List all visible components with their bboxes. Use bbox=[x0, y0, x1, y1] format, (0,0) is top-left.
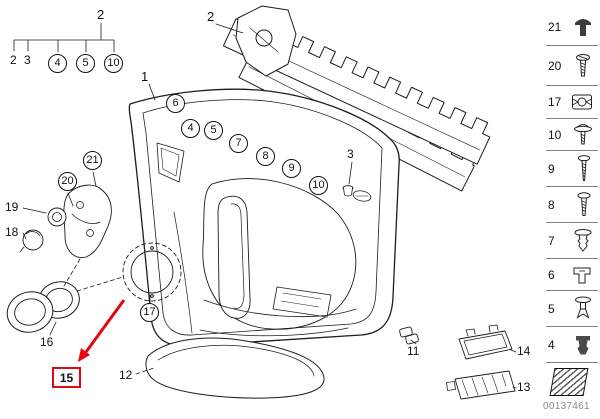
callout-circle-10[interactable]: 10 bbox=[104, 54, 123, 73]
part-number[interactable]: 10 bbox=[548, 127, 562, 142]
armrest-pad bbox=[145, 337, 325, 399]
callout-circle-8[interactable]: 8 bbox=[256, 147, 275, 166]
callout-circle-21[interactable]: 21 bbox=[83, 151, 102, 170]
callout-2[interactable]: 2 bbox=[10, 53, 17, 67]
callout-13[interactable]: 13 bbox=[517, 380, 531, 394]
callout-16[interactable]: 16 bbox=[40, 335, 54, 349]
callout-circle-5b[interactable]: 5 bbox=[204, 121, 223, 140]
callout-circle-4[interactable]: 4 bbox=[48, 54, 67, 73]
screw-icon bbox=[576, 53, 590, 76]
hatched-plate-icon bbox=[549, 368, 589, 396]
part-number[interactable]: 20 bbox=[548, 58, 562, 73]
tweeter-bracket bbox=[63, 184, 112, 258]
fastener-list: 21 20 17 10 bbox=[546, 8, 598, 363]
callout-3[interactable]: 3 bbox=[24, 53, 31, 67]
part-number[interactable]: 8 bbox=[548, 197, 555, 212]
screw-washer-icon bbox=[574, 123, 592, 144]
leader-lines bbox=[13, 22, 517, 389]
document-number: 00137461 bbox=[543, 401, 590, 412]
blind-rivet-icon bbox=[575, 18, 591, 36]
callout-circle-17[interactable]: 17 bbox=[140, 303, 159, 322]
part-number[interactable]: 6 bbox=[548, 267, 555, 282]
callout-14[interactable]: 14 bbox=[517, 344, 531, 358]
highlight-arrow bbox=[78, 299, 126, 362]
callout-11[interactable]: 11 bbox=[407, 344, 420, 358]
callout-12[interactable]: 12 bbox=[119, 368, 133, 382]
callout-circle-4b[interactable]: 4 bbox=[181, 119, 200, 138]
fastener-row: 20 bbox=[546, 46, 598, 86]
expanding-nut-icon bbox=[576, 335, 590, 354]
part-number[interactable]: 7 bbox=[548, 233, 555, 248]
callout-circle-10b[interactable]: 10 bbox=[309, 176, 328, 195]
callout-2-top[interactable]: 2 bbox=[207, 9, 215, 24]
fastener-row: 4 bbox=[546, 327, 598, 363]
tapping-screw-icon bbox=[577, 191, 591, 216]
tweeter-speaker bbox=[47, 207, 67, 227]
fastener-row: 8 bbox=[546, 187, 598, 223]
callout-circle-20[interactable]: 20 bbox=[58, 172, 77, 191]
callout-18[interactable]: 18 bbox=[5, 225, 19, 239]
fastener-row: 6 bbox=[546, 259, 598, 291]
part-number[interactable]: 9 bbox=[548, 161, 555, 176]
callout-3b[interactable]: 3 bbox=[347, 147, 354, 161]
speed-nut-icon bbox=[572, 94, 592, 110]
callout-1[interactable]: 1 bbox=[141, 69, 149, 84]
speaker-trim-rings bbox=[6, 281, 80, 333]
callout-15-highlighted[interactable]: 15 bbox=[52, 367, 81, 388]
fastener-row: 9 bbox=[546, 151, 598, 187]
courtesy-lamp bbox=[446, 370, 516, 400]
expanding-plug-icon bbox=[574, 228, 592, 252]
expanding-rivet-icon bbox=[575, 296, 591, 319]
part-number[interactable]: 4 bbox=[548, 337, 555, 352]
part-number[interactable]: 17 bbox=[548, 95, 562, 109]
cover-cap bbox=[19, 229, 44, 253]
callout-circle-7[interactable]: 7 bbox=[229, 134, 248, 153]
fastener-row: 7 bbox=[546, 223, 598, 259]
callout-circle-5[interactable]: 5 bbox=[76, 54, 95, 73]
part-number[interactable]: 5 bbox=[548, 301, 555, 316]
fastener-row: 5 bbox=[546, 291, 598, 327]
grommet bbox=[342, 185, 354, 197]
fastener-row: 17 bbox=[546, 86, 598, 119]
long-screw-icon bbox=[578, 154, 590, 181]
callout-circle-9[interactable]: 9 bbox=[282, 159, 301, 178]
fastener-row: 10 bbox=[546, 119, 598, 151]
callout-19[interactable]: 19 bbox=[5, 200, 19, 214]
part-number[interactable]: 21 bbox=[548, 19, 562, 34]
fastener-row: 21 bbox=[546, 8, 598, 46]
storage-tray bbox=[458, 324, 513, 360]
spring-clip-icon bbox=[573, 267, 591, 283]
door-trim-panel bbox=[122, 88, 400, 347]
retaining-clip bbox=[399, 326, 419, 345]
callout-circle-6[interactable]: 6 bbox=[166, 94, 185, 113]
callout-group-2[interactable]: 2 bbox=[97, 7, 105, 22]
assembly-dashed-lines bbox=[63, 258, 155, 375]
